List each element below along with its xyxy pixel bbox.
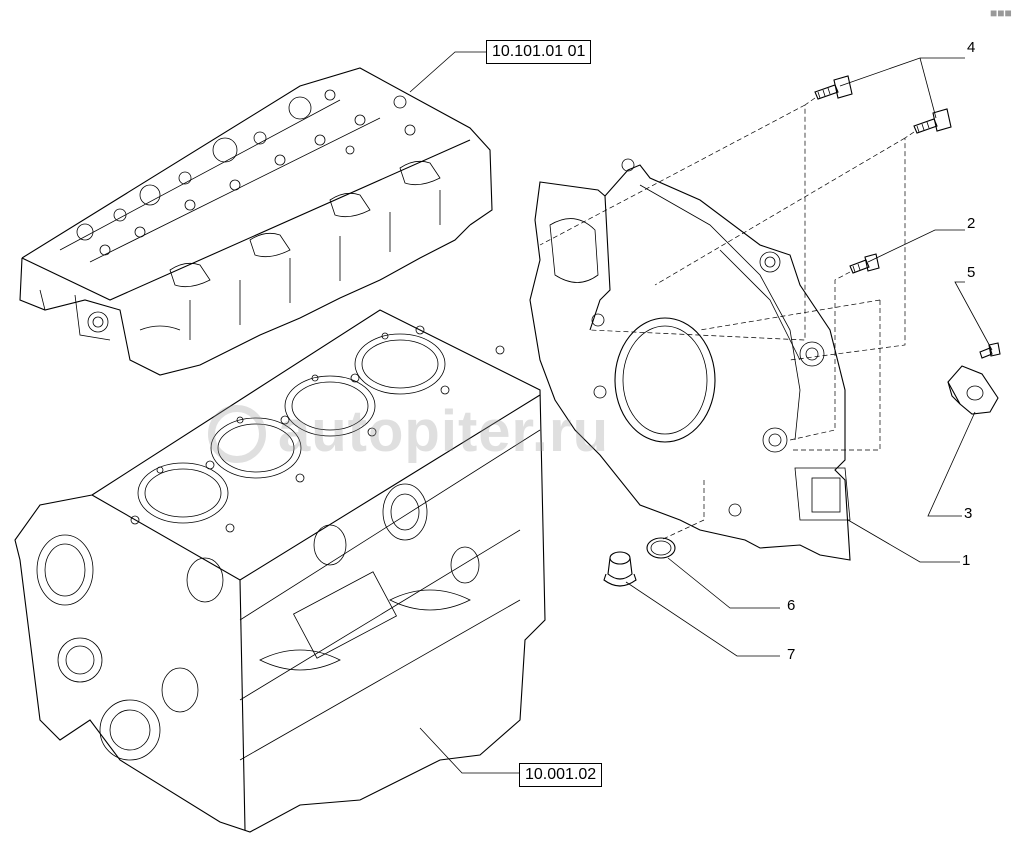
reference-label-cylinder-head[interactable]: 10.101.01 01	[486, 40, 592, 64]
watermark-text: autopiter.ru	[278, 399, 610, 464]
callout-5: 5	[967, 264, 976, 281]
o-ring-6-drawing	[646, 537, 676, 559]
corner-mark: ■■■	[990, 6, 1012, 20]
callout-1: 1	[962, 552, 971, 569]
callout-3: 3	[964, 505, 973, 522]
bolt-4b-drawing	[913, 108, 952, 134]
screw-5-drawing	[979, 342, 1001, 359]
engine-block-drawing	[14, 309, 546, 833]
cover-plate-3-drawing	[947, 365, 999, 415]
reference-label-engine-block[interactable]: 10.001.02	[519, 763, 603, 787]
callout-2: 2	[967, 215, 976, 232]
bolt-4a-drawing	[814, 75, 853, 100]
callout-7: 7	[787, 646, 796, 663]
watermark-logo-icon	[208, 405, 266, 463]
cylinder-head-drawing	[19, 67, 493, 376]
projection-lines	[539, 97, 915, 541]
bolt-2-drawing	[849, 253, 880, 274]
plug-7-drawing	[603, 551, 637, 587]
callout-6: 6	[787, 597, 796, 614]
leader-lines	[409, 51, 993, 774]
callout-4: 4	[967, 39, 976, 56]
flywheel-housing-drawing	[529, 158, 851, 561]
